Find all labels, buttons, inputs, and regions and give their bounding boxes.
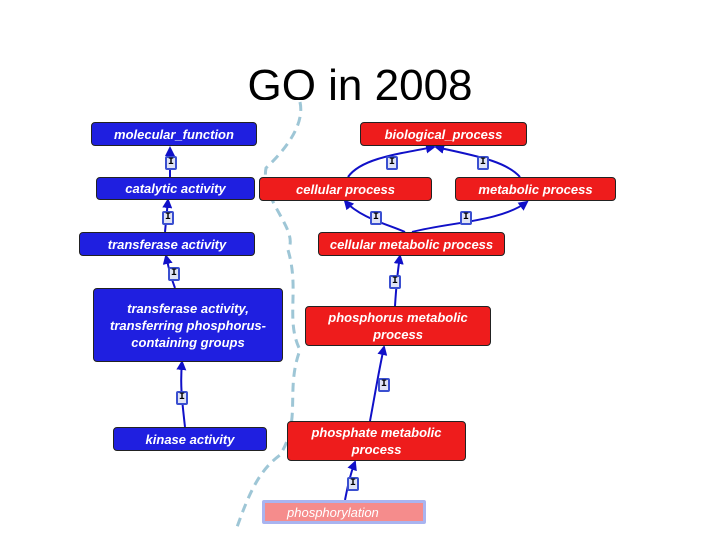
relation-badge: I: [378, 378, 390, 392]
relation-badge: I: [370, 211, 382, 225]
relation-badge: I: [389, 275, 401, 289]
node-phosphorus-metabolic-process[interactable]: phosphorus metabolic process: [305, 306, 491, 346]
divider-line: [234, 101, 303, 531]
node-phosphorylation[interactable]: phosphorylation: [262, 500, 426, 524]
relation-badge: I: [165, 156, 177, 170]
relation-badge: I: [176, 391, 188, 405]
relation-badge: I: [162, 211, 174, 225]
relation-badge: I: [477, 156, 489, 170]
node-molecular-function[interactable]: molecular_function: [91, 122, 257, 146]
node-phosphate-metabolic-process[interactable]: phosphate metabolic process: [287, 421, 466, 461]
relation-badge: I: [168, 267, 180, 281]
node-kinase-activity[interactable]: kinase activity: [113, 427, 267, 451]
edge-cellular-metabolic-to-metabolic-process: [411, 200, 529, 233]
node-metabolic-process[interactable]: metabolic process: [455, 177, 616, 201]
node-catalytic-activity[interactable]: catalytic activity: [96, 177, 255, 200]
relation-badge: I: [347, 477, 359, 491]
edge-cellular-process-to-biological-process: [347, 143, 436, 178]
edge-phosphate-metabolic-to-phosphorus-metabolic: [369, 345, 388, 422]
relation-badge: I: [386, 156, 398, 170]
relation-badge: I: [460, 211, 472, 225]
node-cellular-metabolic-process[interactable]: cellular metabolic process: [318, 232, 505, 256]
node-transferase-activity[interactable]: transferase activity: [79, 232, 255, 256]
node-cellular-process[interactable]: cellular process: [259, 177, 432, 201]
title-mask: [0, 100, 720, 120]
node-transferase-phosphorus-groups[interactable]: transferase activity, transferring phosp…: [93, 288, 283, 362]
node-biological-process[interactable]: biological_process: [360, 122, 527, 146]
